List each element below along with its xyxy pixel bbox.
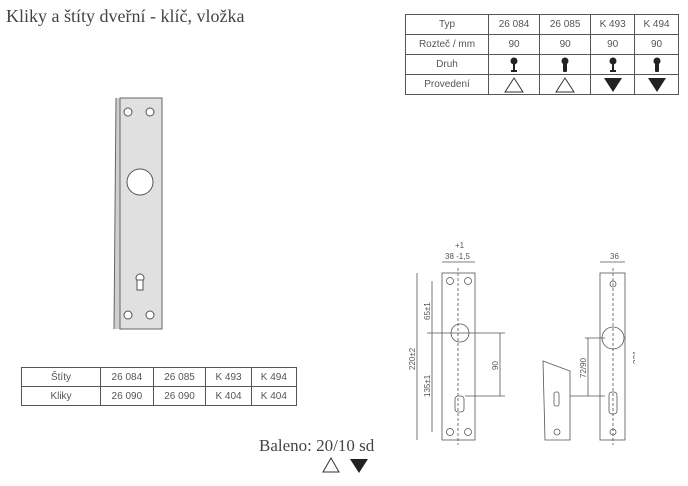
row-label: Kliky [21,386,101,406]
cell: K 494 [634,14,679,35]
row-label: Štíty [21,367,101,387]
cell: K 493 [205,367,252,387]
cell: K 404 [250,386,298,406]
triangle-filled-icon [647,77,666,92]
table-row: Štíty 26 084 26 085 K 493 K 494 [21,367,298,387]
cell: 26 090 [152,386,207,406]
triangle-outline-icon [504,76,524,92]
cell: 26 084 [487,14,541,35]
row-label: Rozteč / mm [405,34,489,55]
cell [539,74,592,95]
cell [539,54,592,75]
table-row: Kliky 26 090 26 090 K 404 K 404 [21,386,298,406]
dim-total2: 221 [632,350,635,364]
cell [487,74,541,95]
dim-spacing2: 72/90 [579,357,588,378]
keyhole-cylinder-icon [653,57,661,72]
cell: 90 [590,34,636,55]
table-row: Provedení [405,74,679,95]
dim-spacing: 90 [491,361,500,370]
cell: 26 085 [539,14,592,35]
cell: 26 085 [152,367,207,387]
dim-lower: 135±1 [423,374,432,397]
triangle-filled-icon [350,459,368,473]
packaging-info: Baleno: 20/10 sd [259,436,375,455]
dim-upper: 65±1 [423,302,432,320]
row-label: Druh [405,54,489,75]
dim-width2: 36 [610,252,619,261]
triangle-outline-icon [555,76,576,92]
table-row: Rozteč / mm 90 90 90 90 [405,34,679,55]
combo-table: Štíty 26 084 26 085 K 493 K 494 Kliky 26… [21,367,298,406]
cell: 26 084 [100,367,154,387]
cell: K 493 [590,14,636,35]
cell: K 404 [205,386,252,406]
door-plate-illustration [113,97,163,330]
triangle-filled-icon [603,77,622,92]
table-row: Druh [405,54,679,75]
cell [634,54,679,75]
packaging-icons [322,457,368,473]
cell: 90 [634,34,679,55]
dim-width1: 38 -1,5 [445,252,470,261]
row-label: Typ [405,14,489,35]
cell [487,54,541,75]
keyhole-key-icon [609,57,617,72]
cell [590,54,636,75]
cell [634,74,679,95]
cell: K 494 [250,367,298,387]
cell: 90 [539,34,592,55]
page-title: Kliky a štíty dveřní - klíč, vložka [6,6,245,26]
row-label: Provedení [405,74,489,95]
triangle-outline-icon [322,457,340,473]
cell: 90 [487,34,541,55]
keyhole-cylinder-icon [561,57,569,72]
cell: 26 090 [100,386,154,406]
dim-tol: +1 [455,241,465,250]
table-row: Typ 26 084 26 085 K 493 K 494 [405,14,679,35]
cell [590,74,636,95]
spec-table: Typ 26 084 26 085 K 493 K 494 Rozteč / m… [405,14,679,95]
keyhole-key-icon [510,57,518,72]
technical-drawing: +1 38 -1,5 36 220±2 65±1 135±1 90 72/90 … [408,241,635,445]
dim-total1: 220±2 [408,347,417,370]
